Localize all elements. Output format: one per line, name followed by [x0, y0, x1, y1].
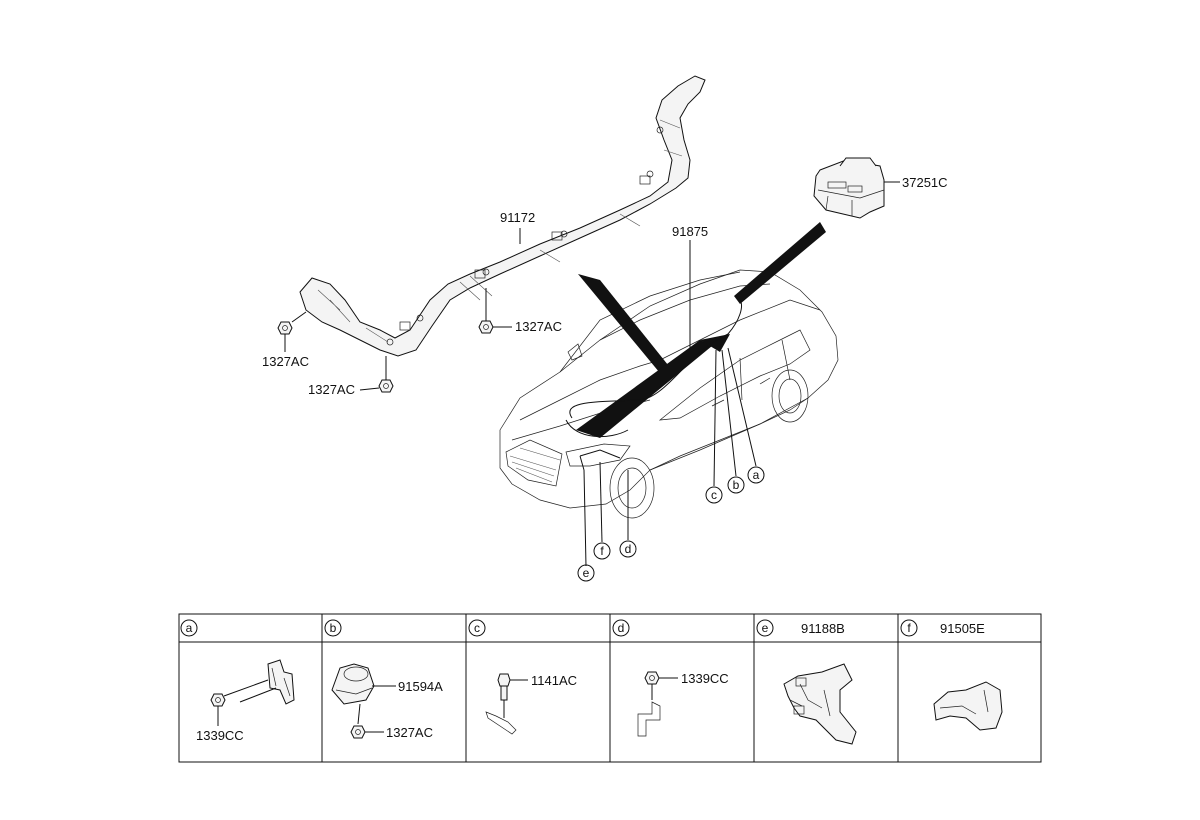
svg-text:b: b: [330, 621, 337, 635]
label-1339cc-a: 1339CC: [196, 728, 244, 743]
arrow-4: [700, 334, 730, 352]
wiring-harness-91875: [569, 299, 742, 419]
svg-text:c: c: [474, 621, 480, 635]
detail-table: [178, 613, 1042, 763]
cell-a-header: a: [180, 619, 198, 637]
callout-a: a: [747, 466, 765, 484]
callout-d: d: [619, 540, 637, 558]
cell-f-header: f 91505E: [900, 619, 985, 637]
label-1339cc-d: 1339CC: [681, 671, 729, 686]
nut-left-icon: [277, 321, 293, 335]
label-91505e: 91505E: [940, 621, 985, 636]
label-nut-bottom: 1327AC: [308, 382, 355, 397]
label-91188b: 91188B: [801, 621, 845, 636]
arrow-1: [578, 274, 672, 378]
cell-a-drawing: [210, 659, 295, 726]
callout-f: f: [593, 542, 611, 560]
label-91172: 91172: [500, 210, 535, 225]
cell-e-header: e 91188B: [756, 619, 845, 637]
svg-text:a: a: [186, 621, 193, 635]
svg-text:f: f: [907, 621, 911, 635]
cell-b-drawing: [331, 663, 375, 739]
car-body-drawing: [499, 269, 839, 519]
arrow-2: [734, 222, 826, 304]
bracket-91172-drawing: [299, 75, 706, 357]
label-1327ac-b: 1327AC: [386, 725, 433, 740]
cell-b-header: b: [324, 619, 342, 637]
svg-text:b: b: [733, 478, 740, 492]
svg-text:d: d: [625, 542, 632, 556]
svg-text:e: e: [583, 566, 590, 580]
cell-c-header: c: [468, 619, 486, 637]
svg-text:f: f: [600, 544, 604, 558]
label-91875: 91875: [672, 224, 708, 239]
svg-text:a: a: [753, 468, 760, 482]
label-nut-center: 1327AC: [515, 319, 562, 334]
nut-bottom-icon: [378, 379, 394, 393]
cell-f-drawing: [933, 681, 1003, 731]
cell-c-drawing: [485, 673, 517, 735]
svg-text:c: c: [711, 488, 717, 502]
label-91594a: 91594A: [398, 679, 443, 694]
cell-e-drawing: [783, 663, 857, 745]
svg-text:e: e: [762, 621, 769, 635]
cell-d-drawing: [637, 671, 661, 737]
callout-e: e: [577, 564, 595, 582]
label-37251c: 37251C: [902, 175, 948, 190]
callout-c: c: [705, 486, 723, 504]
cell-d-header: d: [612, 619, 630, 637]
label-1141ac: 1141AC: [531, 673, 577, 688]
arrow-3: [576, 340, 712, 438]
label-nut-left: 1327AC: [262, 354, 309, 369]
callout-b: b: [727, 476, 745, 494]
svg-text:d: d: [618, 621, 625, 635]
module-37251c-drawing: [813, 157, 885, 219]
nut-center-icon: [478, 320, 494, 334]
